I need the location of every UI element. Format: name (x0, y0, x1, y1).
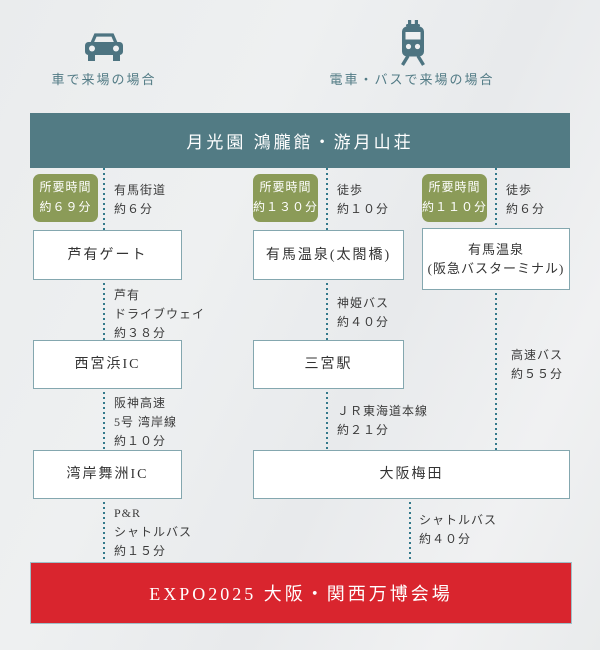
dotted-connector-col2-seg1 (326, 168, 328, 230)
node-nishinomiyahama-ic: 西宮浜IC (33, 340, 182, 389)
dotted-connector-col2-seg4 (409, 497, 411, 562)
node-wangan-maishima-ic: 湾岸舞洲IC (33, 450, 182, 499)
via-label-pr-shuttle-bus: P&R シャトルバス 約１５分 (114, 506, 193, 559)
dotted-connector-col1-seg4 (103, 497, 105, 562)
via-label-hanshin-expressway: 阪神高速 5号 湾岸線 約１０分 (114, 396, 178, 449)
via-label-shinki-bus: 神姫バス 約４０分 (337, 296, 390, 330)
via-label-walk-10min: 徒歩 約１０分 (337, 183, 390, 217)
via-label-shuttle-bus: シャトルバス 約４０分 (419, 513, 498, 547)
dotted-connector-col3-seg2 (495, 288, 497, 450)
dotted-connector-col2-seg2 (326, 278, 328, 340)
destination-banner: EXPO2025 大阪・関西万博会場 (30, 562, 572, 624)
duration-badge-car: 所要時間 約６９分 (33, 174, 98, 222)
car-icon (85, 33, 123, 61)
dotted-connector-col1-seg2 (103, 278, 105, 340)
node-arima-onsen-hankyu-bus-terminal: 有馬温泉 (阪急バスターミナル) (422, 228, 570, 290)
dotted-connector-col3-seg1 (495, 168, 497, 228)
dotted-connector-col1-seg3 (103, 387, 105, 450)
origin-banner: 月光園 鴻朧館・游月山荘 (30, 113, 570, 168)
node-osaka-umeda: 大阪梅田 (253, 450, 570, 499)
via-label-royu-driveway: 芦有 ドライブウェイ 約３８分 (114, 288, 206, 341)
via-label-jr-tokaido-line: ＪＲ東海道本線 約２１分 (337, 404, 429, 438)
train-legend-label: 電車・バスで来場の場合 (329, 72, 495, 87)
via-label-arima-kaido: 有馬街道 約６分 (114, 183, 167, 217)
node-sannomiya-station: 三宮駅 (253, 340, 404, 389)
duration-badge-train: 所要時間 約１３０分 (253, 174, 318, 222)
car-legend-label: 車で来場の場合 (51, 72, 157, 87)
train-icon (401, 20, 425, 66)
duration-badge-highway-bus: 所要時間 約１１０分 (422, 174, 487, 222)
via-label-walk-6min: 徒歩 約６分 (506, 183, 546, 217)
node-royu-gate: 芦有ゲート (33, 230, 182, 280)
dotted-connector-col2-seg3 (326, 387, 328, 450)
dotted-connector-col1-seg1 (103, 168, 105, 230)
node-arima-onsen-taikobashi: 有馬温泉(太閤橋) (253, 230, 404, 280)
via-label-highway-bus: 高速バス 約５５分 (511, 348, 564, 382)
